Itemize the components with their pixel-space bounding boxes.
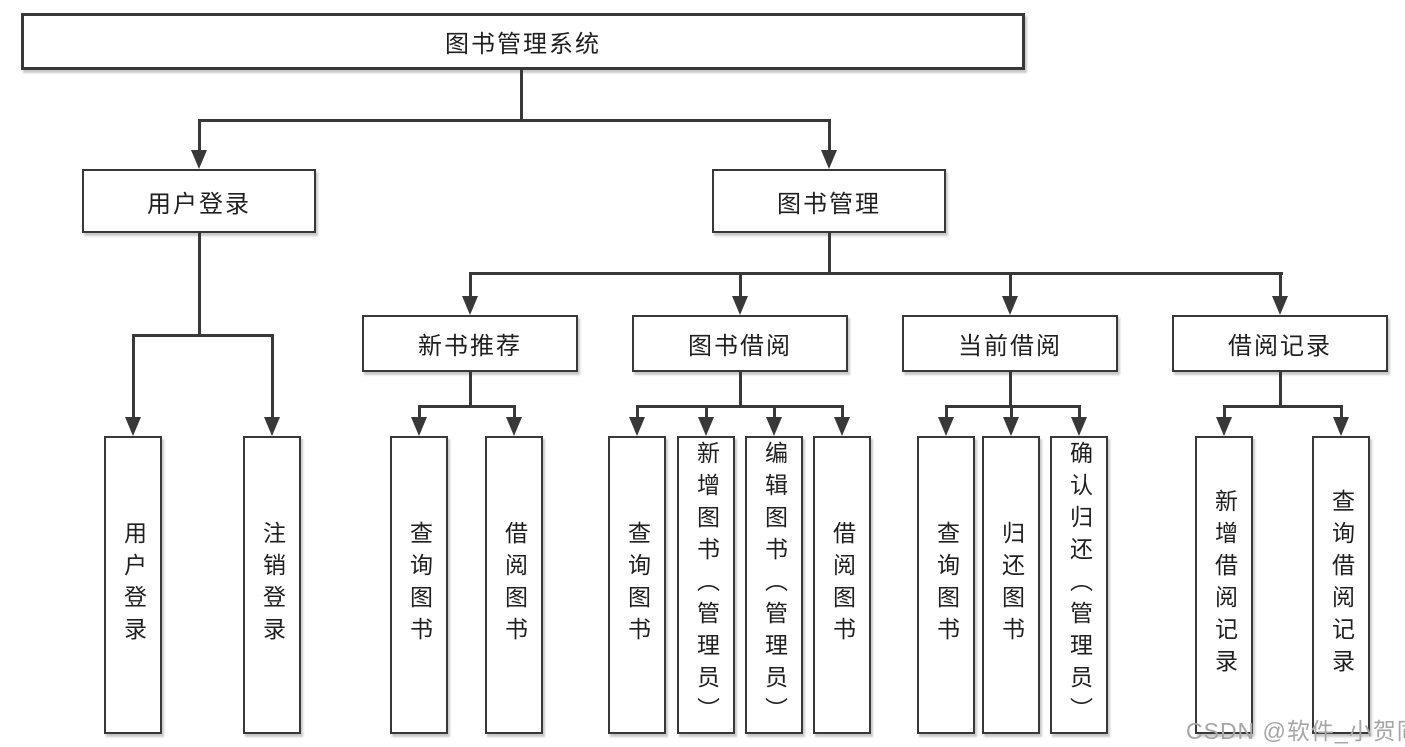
arrow-down-icon <box>698 417 714 436</box>
arrow-down-icon <box>834 417 850 436</box>
leaf-user-login: 用户登录 <box>104 436 162 734</box>
leaf-add-borrow-record: 新增借阅记录 <box>1195 436 1253 734</box>
arrow-down-icon <box>629 417 645 436</box>
node-new-book-recommend: 新书推荐 <box>362 315 578 372</box>
arrow-down-icon <box>462 296 478 315</box>
node-label: 图书借阅 <box>688 333 792 360</box>
node-label: 借阅记录 <box>1228 333 1332 360</box>
leaf-borrow-books-2: 借阅图书 <box>813 436 871 734</box>
node-label: 编辑图书（管理员） <box>761 441 788 729</box>
leaf-edit-books-admin: 编辑图书（管理员） <box>745 436 803 734</box>
watermark: CSDN @软件_小贺同学 <box>1186 718 1405 744</box>
arrow-down-icon <box>1333 417 1349 436</box>
node-label: 新书推荐 <box>418 333 522 360</box>
node-library-system: 图书管理系统 <box>21 13 1025 70</box>
arrow-down-icon <box>1272 296 1288 315</box>
leaf-add-books-admin: 新增图书（管理员） <box>677 436 735 734</box>
node-label: 图书管理系统 <box>445 31 601 58</box>
node-label: 当前借阅 <box>958 333 1062 360</box>
node-user-login: 用户登录 <box>82 169 316 233</box>
leaf-query-borrow-record: 查询借阅记录 <box>1312 436 1370 734</box>
arrow-down-icon <box>191 150 207 169</box>
arrow-down-icon <box>821 150 837 169</box>
leaf-query-books-3: 查询图书 <box>917 436 975 734</box>
arrow-down-icon <box>411 417 427 436</box>
arrow-down-icon <box>1071 417 1087 436</box>
node-label: 注销登录 <box>259 521 286 649</box>
node-label: 借阅图书 <box>501 521 528 649</box>
node-current-borrowing: 当前借阅 <box>902 315 1118 372</box>
arrow-down-icon <box>506 417 522 436</box>
node-label: 查询图书 <box>406 521 433 649</box>
node-book-management: 图书管理 <box>712 169 946 233</box>
node-label: 查询借阅记录 <box>1328 489 1355 681</box>
arrow-down-icon <box>1002 296 1018 315</box>
arrow-down-icon <box>264 417 280 436</box>
leaf-query-books-2: 查询图书 <box>608 436 666 734</box>
leaf-confirm-return-admin: 确认归还（管理员） <box>1050 436 1108 734</box>
node-label: 新增图书（管理员） <box>693 441 720 729</box>
node-label: 确认归还（管理员） <box>1066 441 1093 729</box>
arrow-down-icon <box>766 417 782 436</box>
arrow-down-icon <box>125 417 141 436</box>
node-label: 查询图书 <box>624 521 651 649</box>
leaf-logout-login: 注销登录 <box>243 436 301 734</box>
node-book-borrowing: 图书借阅 <box>632 315 848 372</box>
arrow-down-icon <box>938 417 954 436</box>
arrow-down-icon <box>1003 417 1019 436</box>
node-borrowing-records: 借阅记录 <box>1172 315 1388 372</box>
arrow-down-icon <box>732 296 748 315</box>
node-label: 用户登录 <box>147 190 251 218</box>
leaf-return-books: 归还图书 <box>982 436 1040 734</box>
arrow-down-icon <box>1216 417 1232 436</box>
leaf-query-books-1: 查询图书 <box>390 436 448 734</box>
node-label: 查询图书 <box>933 521 960 649</box>
node-label: 归还图书 <box>998 521 1025 649</box>
leaf-borrow-books-1: 借阅图书 <box>485 436 543 734</box>
node-label: 用户登录 <box>120 521 147 649</box>
node-label: 图书管理 <box>777 190 881 218</box>
node-label: 新增借阅记录 <box>1211 489 1238 681</box>
node-label: 借阅图书 <box>829 521 856 649</box>
